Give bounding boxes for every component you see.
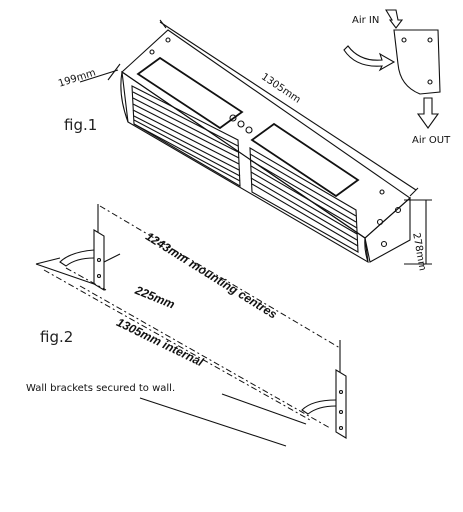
knob-2 (237, 120, 245, 128)
air-out-label: Air OUT (412, 135, 451, 146)
right-bracket-plate (335, 369, 347, 439)
air-in-label: Air IN (352, 15, 380, 26)
front-grille-left (131, 85, 241, 187)
fig2-label: fig.2 (40, 328, 74, 346)
air-out-arrow (416, 97, 440, 129)
airflow-side-view (343, 9, 441, 129)
dimension-lines-fig2 (43, 204, 341, 447)
heater-end-face (364, 196, 411, 263)
top-slot-left (136, 56, 244, 130)
air-in-arrow (343, 45, 396, 72)
right-bracket-arm (301, 399, 337, 415)
knob-1 (229, 114, 237, 122)
left-bracket-arm (59, 249, 95, 267)
front-grille-right (249, 147, 359, 253)
heater-unit (120, 29, 411, 264)
dimension-lines-fig1 (79, 19, 432, 265)
air-in-small-arrow (385, 9, 404, 29)
top-slot-right (250, 122, 360, 198)
wall-note-label: Wall brackets secured to wall. (26, 383, 176, 394)
side-profile (393, 29, 441, 95)
fig1-label: fig.1 (64, 116, 98, 134)
mounting-brackets (35, 229, 347, 439)
left-bracket-plate (93, 229, 105, 291)
knob-3 (245, 126, 253, 134)
